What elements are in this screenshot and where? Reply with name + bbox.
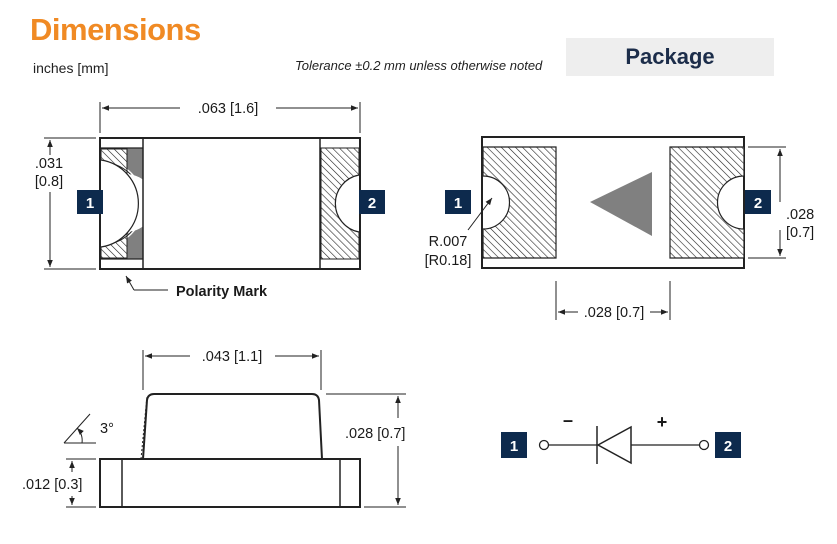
top-view: 1 2 .063 [1.6] .031 [0.8] Polarity Mark	[35, 101, 385, 300]
side-lens	[141, 393, 324, 460]
angle-label: 3°	[100, 421, 114, 437]
bottom-height-dimension-in: .028	[786, 207, 814, 223]
units-label: inches [mm]	[33, 60, 109, 76]
bottom-pin-2-label: 2	[754, 195, 762, 212]
tolerance-note: Tolerance ±0.2 mm unless otherwise noted	[295, 58, 543, 73]
schematic-pin-2-badge	[715, 432, 741, 458]
bottom-pin-1-label: 1	[454, 195, 462, 212]
bottom-pad-1	[482, 146, 557, 259]
radius-dimension-mm: [R0.18]	[425, 253, 472, 269]
pin-2-label: 2	[368, 195, 376, 212]
pin-1-badge	[77, 190, 103, 214]
side-height-dimension: .028 [0.7]	[345, 426, 405, 442]
schematic-pin-2-label: 2	[724, 438, 732, 455]
top-width-dimension: .063 [1.6]	[198, 101, 258, 117]
polarity-triangle	[590, 172, 652, 236]
pin-2-badge	[359, 190, 385, 214]
page-title: Dimensions	[30, 12, 201, 47]
bottom-pad-2	[669, 146, 745, 259]
bottom-view: 1 2 R.007 [R0.18] .028 [0.7] .028 [0.7]	[425, 136, 814, 321]
bottom-height-dimension-mm: [0.7]	[786, 225, 814, 241]
diode-schematic: 1 2 – +	[501, 410, 741, 465]
side-view: .043 [1.1] 3° .028 [0.7] .012 [0.3]	[22, 349, 406, 508]
anode-sign: +	[657, 412, 668, 432]
side-base	[99, 458, 361, 508]
package-label: Package	[566, 38, 774, 76]
base-height-dimension: .012 [0.3]	[22, 477, 82, 493]
pin-1-label: 1	[86, 195, 94, 212]
lens-width-dimension: .043 [1.1]	[202, 349, 262, 365]
schematic-pin-1-label: 1	[510, 438, 518, 455]
top-height-dimension-in: .031	[35, 156, 63, 172]
schematic-pin-1-badge	[501, 432, 527, 458]
bottom-pin-2-badge	[745, 190, 771, 214]
pad-width-dimension: .028 [0.7]	[584, 305, 644, 321]
bottom-pin-1-badge	[445, 190, 471, 214]
cathode-sign: –	[563, 410, 573, 430]
top-pad-1-cutout	[100, 159, 139, 248]
radius-dimension-in: R.007	[429, 234, 468, 250]
diode-symbol	[596, 425, 632, 465]
top-height-dimension-mm: [0.8]	[35, 174, 63, 190]
polarity-mark-label: Polarity Mark	[176, 284, 268, 300]
